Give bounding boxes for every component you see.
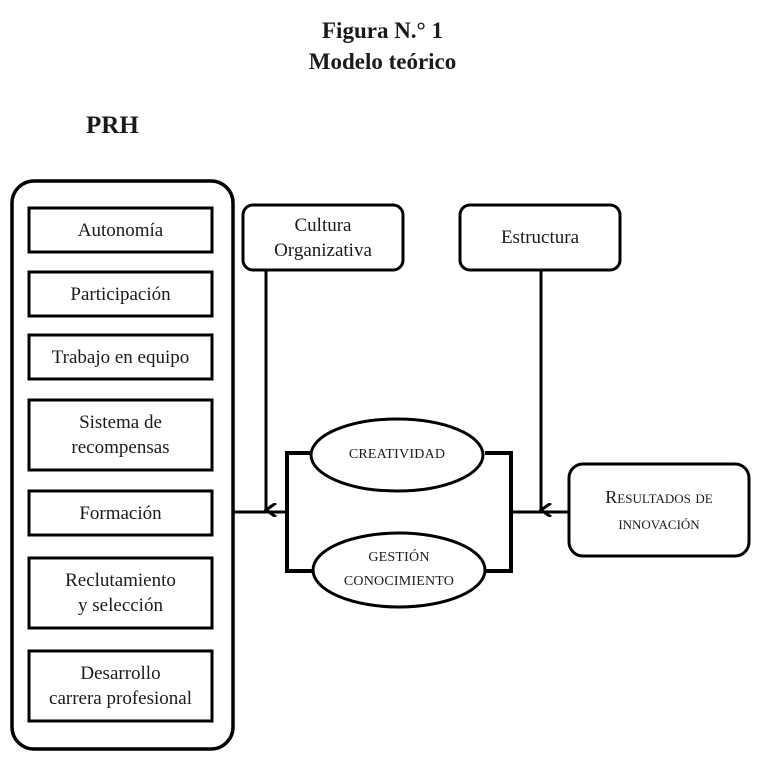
right-bracket bbox=[485, 451, 513, 573]
prh-container bbox=[10, 179, 235, 751]
prh-item-box-desarrollo bbox=[27, 649, 214, 723]
resultados-innovacion-label: Resultados de innovación bbox=[605, 487, 713, 533]
outcome-box bbox=[567, 462, 751, 558]
prh-item-box-autonomia bbox=[27, 206, 214, 254]
cultura-organizativa-label: Cultura Organizativa bbox=[274, 214, 372, 261]
estructura-label: Estructura bbox=[500, 227, 580, 248]
cultura-box bbox=[241, 203, 405, 272]
prh-item-box-participacion bbox=[27, 270, 214, 318]
creatividad-ellipse bbox=[309, 417, 485, 493]
prh-item-reclutamiento: Reclutamiento y selección bbox=[65, 570, 176, 616]
prh-item-box-trabajo bbox=[27, 333, 214, 381]
prh-item-box-recompensas bbox=[27, 398, 214, 472]
gestion-conocimiento-label: GESTIÓN CONOCIMIENTO bbox=[343, 550, 455, 589]
prh-item-trabajo-en-equipo: Trabajo en equipo bbox=[51, 346, 190, 368]
gestion-ellipse bbox=[311, 531, 487, 609]
left-bracket bbox=[285, 451, 313, 573]
prh-item-box-formacion bbox=[27, 489, 214, 537]
prh-item-formacion: Formación bbox=[79, 502, 162, 524]
prh-item-sistema-recompensas: Sistema de recompensas bbox=[71, 412, 170, 458]
figure-number: Figura N.° 1 bbox=[322, 18, 443, 43]
prh-item-box-reclutamiento bbox=[27, 556, 214, 630]
creatividad-label: CREATIVIDAD bbox=[348, 447, 446, 462]
prh-item-autonomia: Autonomía bbox=[77, 219, 164, 241]
prh-item-participacion: Participación bbox=[70, 283, 171, 305]
figure-title: Modelo teórico bbox=[308, 49, 457, 74]
prh-heading: PRH bbox=[86, 112, 139, 139]
prh-item-desarrollo-carrera: Desarrollo carrera profesional bbox=[49, 663, 192, 709]
